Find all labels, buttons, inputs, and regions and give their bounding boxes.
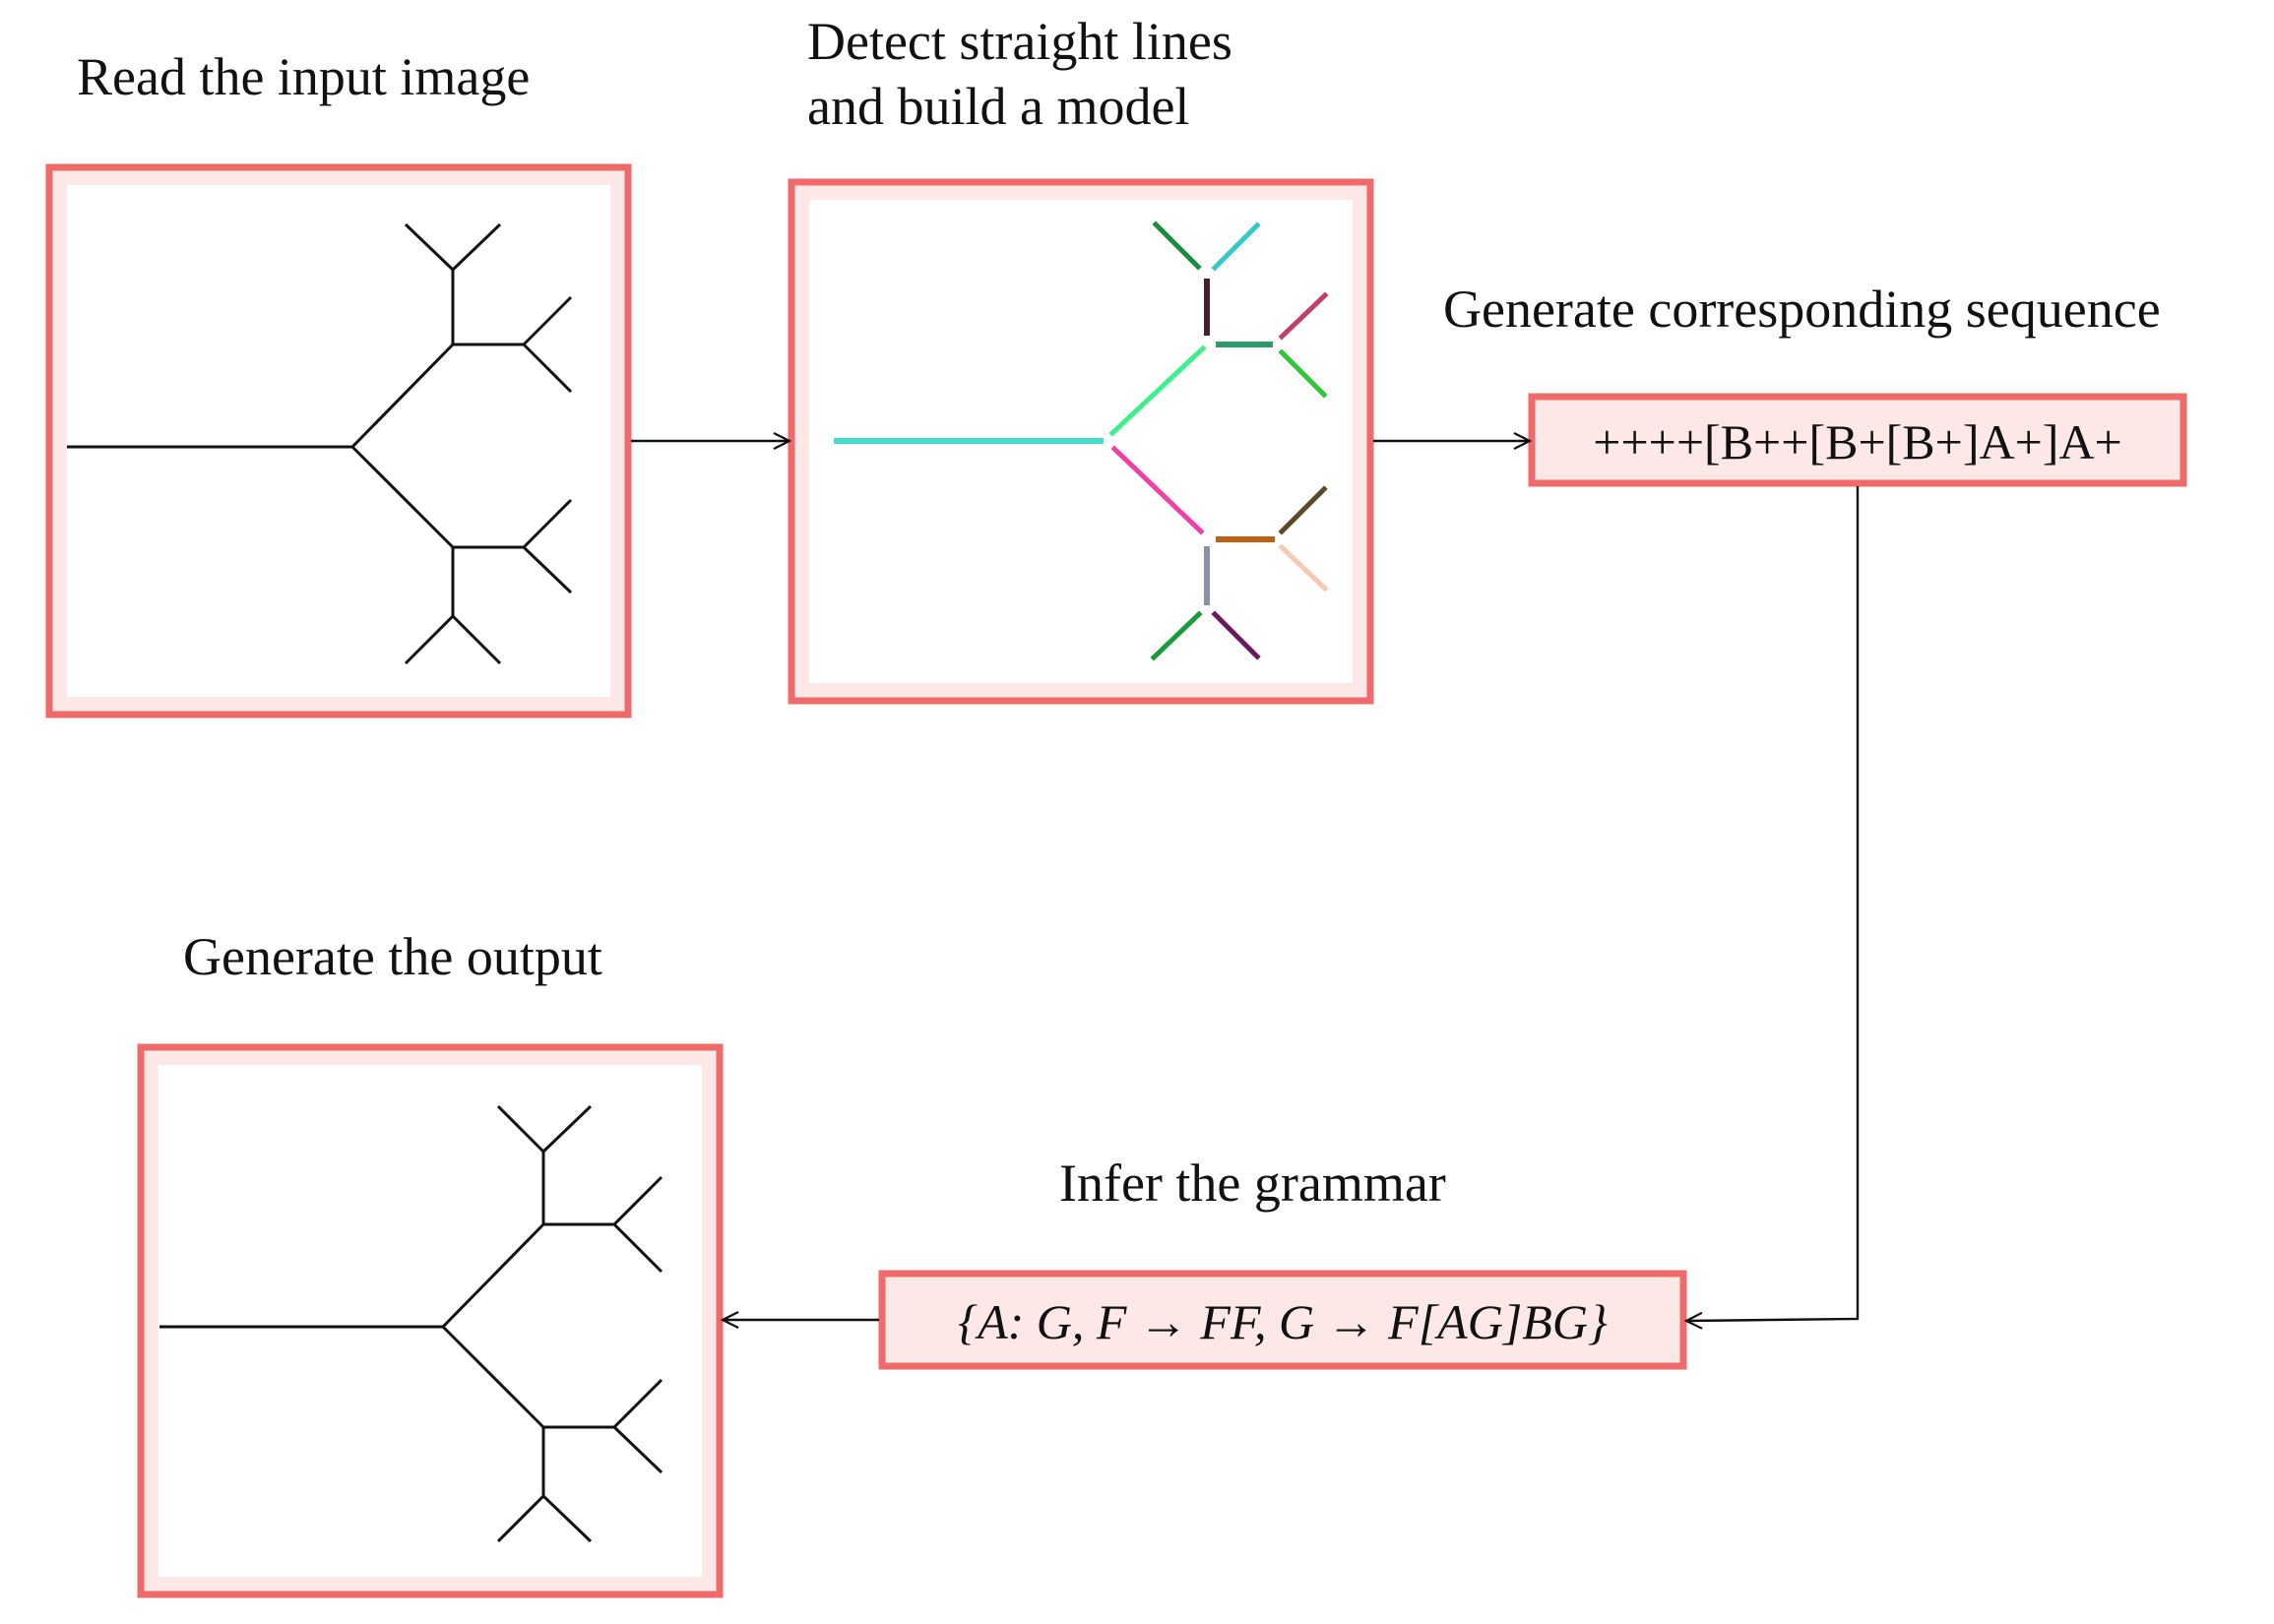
sequence-box: ++++[B++[B+[B+]A+]A+ <box>1528 393 2187 487</box>
grammar-title: Infer the grammar <box>1059 1154 1446 1213</box>
output-title: Generate the output <box>183 927 602 986</box>
model-tip <box>1211 220 1262 272</box>
sequence-title: Generate corresponding sequence <box>1443 280 2161 339</box>
input-panel-canvas <box>67 185 610 697</box>
input-image-panel <box>45 163 632 718</box>
flow-arrows <box>631 441 1860 1321</box>
model-tip <box>1152 220 1203 272</box>
output-tree-drawing <box>159 1104 663 1543</box>
model-lower-diagonal <box>1110 445 1205 535</box>
model-tip <box>1278 291 1329 341</box>
model-tip <box>1278 543 1329 593</box>
output-panel-canvas <box>158 1065 702 1577</box>
input-tree-drawing <box>67 222 573 665</box>
arrow-sequence-to-grammar <box>1686 486 1860 1321</box>
sequence-value: ++++[B++[B+[B+]A+]A+ <box>1593 414 2122 469</box>
model-upper-diagonal <box>1108 344 1207 437</box>
output-image-panel <box>137 1043 724 1598</box>
model-tip <box>1278 348 1329 400</box>
read-title: Read the input image <box>77 47 530 106</box>
detect-title-line1: Detect straight lines <box>807 12 1232 71</box>
model-tip <box>1211 610 1262 661</box>
grammar-box-frame <box>878 1270 1687 1370</box>
line-model-panel <box>788 178 1374 705</box>
grammar-value: {A: G, F → FF, G → F[AG]BG} <box>958 1294 1608 1349</box>
model-tip <box>1150 610 1203 661</box>
model-tree-drawing <box>834 220 1329 661</box>
model-tip <box>1278 484 1329 535</box>
grammar-box: {A: G, F → FF, G → F[AG]BG} <box>878 1270 1687 1370</box>
detect-title-line2: and build a model <box>807 77 1189 136</box>
sequence-box-frame <box>1528 393 2187 487</box>
